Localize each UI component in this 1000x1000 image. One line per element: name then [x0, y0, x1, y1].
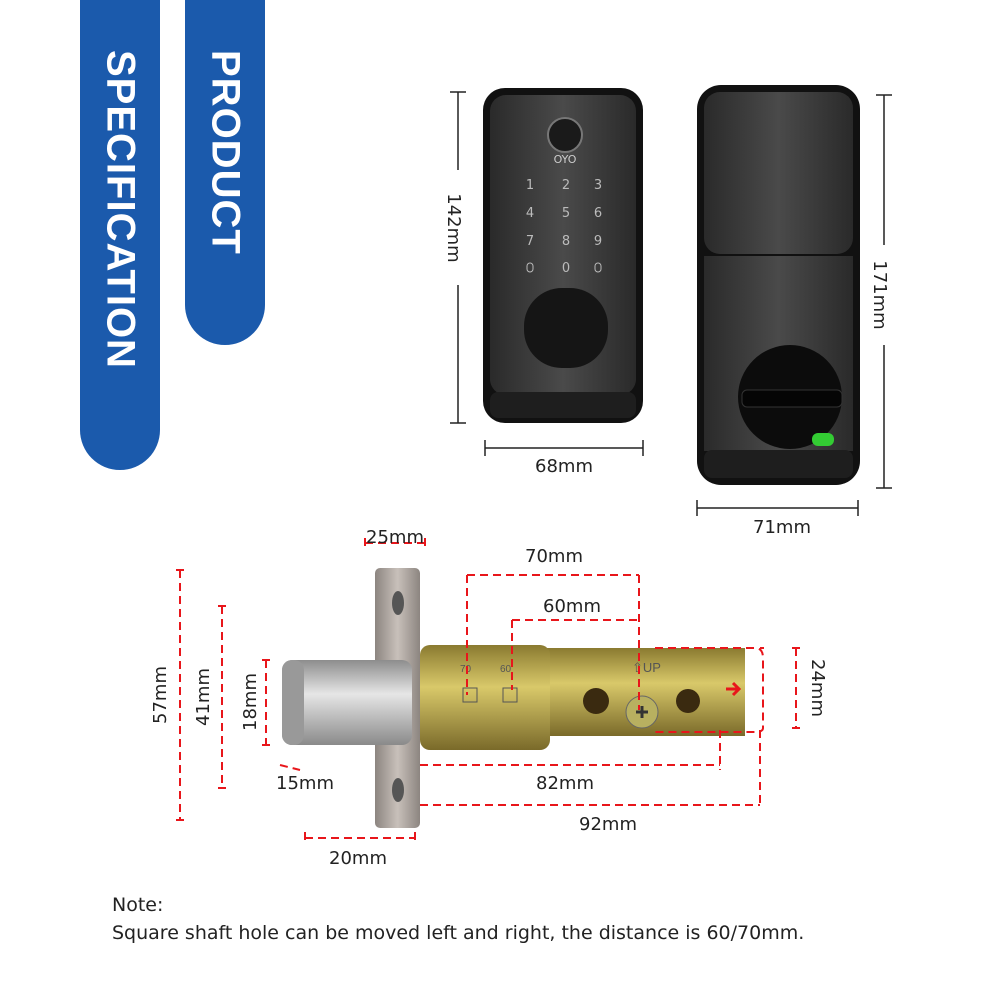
bolt [282, 660, 412, 745]
note-text: Square shaft hole can be moved left and … [112, 922, 805, 944]
key-2: 2 [562, 178, 570, 193]
up-marking: ⇧UP [632, 660, 661, 675]
dim-24mm: 24mm [807, 659, 828, 717]
brand-logo: OYO [554, 153, 577, 166]
key-4: 4 [526, 206, 534, 221]
svg-text:60: 60 [500, 664, 512, 675]
latch-dimensions [176, 538, 800, 844]
product-tab: PRODUCT [185, 0, 265, 345]
front-dimensions [450, 91, 644, 456]
latch-cylinder [420, 645, 550, 750]
dim-60mm: 60mm [543, 596, 601, 617]
key-0: 0 [562, 261, 570, 276]
unlock-icon [594, 262, 602, 273]
back-dimensions [696, 94, 892, 516]
key-7: 7 [526, 234, 534, 249]
key-6: 6 [594, 206, 602, 221]
key-1: 1 [526, 178, 534, 193]
deadbolt-latch: ⇧UP 70 60 [282, 568, 745, 828]
svg-text:70: 70 [460, 664, 472, 675]
dim-92mm: 92mm [579, 814, 637, 835]
dim-57mm: 57mm [150, 666, 171, 724]
dim-82mm: 82mm [536, 773, 594, 794]
dim-18mm: 18mm [240, 673, 261, 731]
battery-indicator [812, 433, 834, 446]
fingerprint-sensor [547, 117, 583, 153]
move-arrow-icon [726, 681, 742, 697]
key-9: 9 [594, 234, 602, 249]
key-5: 5 [562, 206, 570, 221]
dim-25mm: 25mm [366, 527, 424, 548]
front-width-label: 68mm [535, 456, 593, 477]
lock-icon [526, 262, 534, 273]
dim-20mm: 20mm [329, 848, 387, 869]
knob-cover [524, 288, 608, 368]
key-3: 3 [594, 178, 602, 193]
front-height-label: 142mm [443, 193, 464, 262]
key-8: 8 [562, 234, 570, 249]
back-height-label: 171mm [869, 260, 890, 329]
specification-tab: SPECIFICATION [80, 0, 160, 470]
note-title: Note: [112, 894, 164, 916]
front-lock-keypad: OYO 1 2 3 4 5 6 7 8 9 0 [483, 88, 643, 423]
dim-70mm: 70mm [525, 546, 583, 567]
back-width-label: 71mm [753, 517, 811, 538]
dim-15mm: 15mm [276, 773, 334, 794]
dim-41mm: 41mm [193, 668, 214, 726]
back-lock-interior [697, 85, 860, 485]
